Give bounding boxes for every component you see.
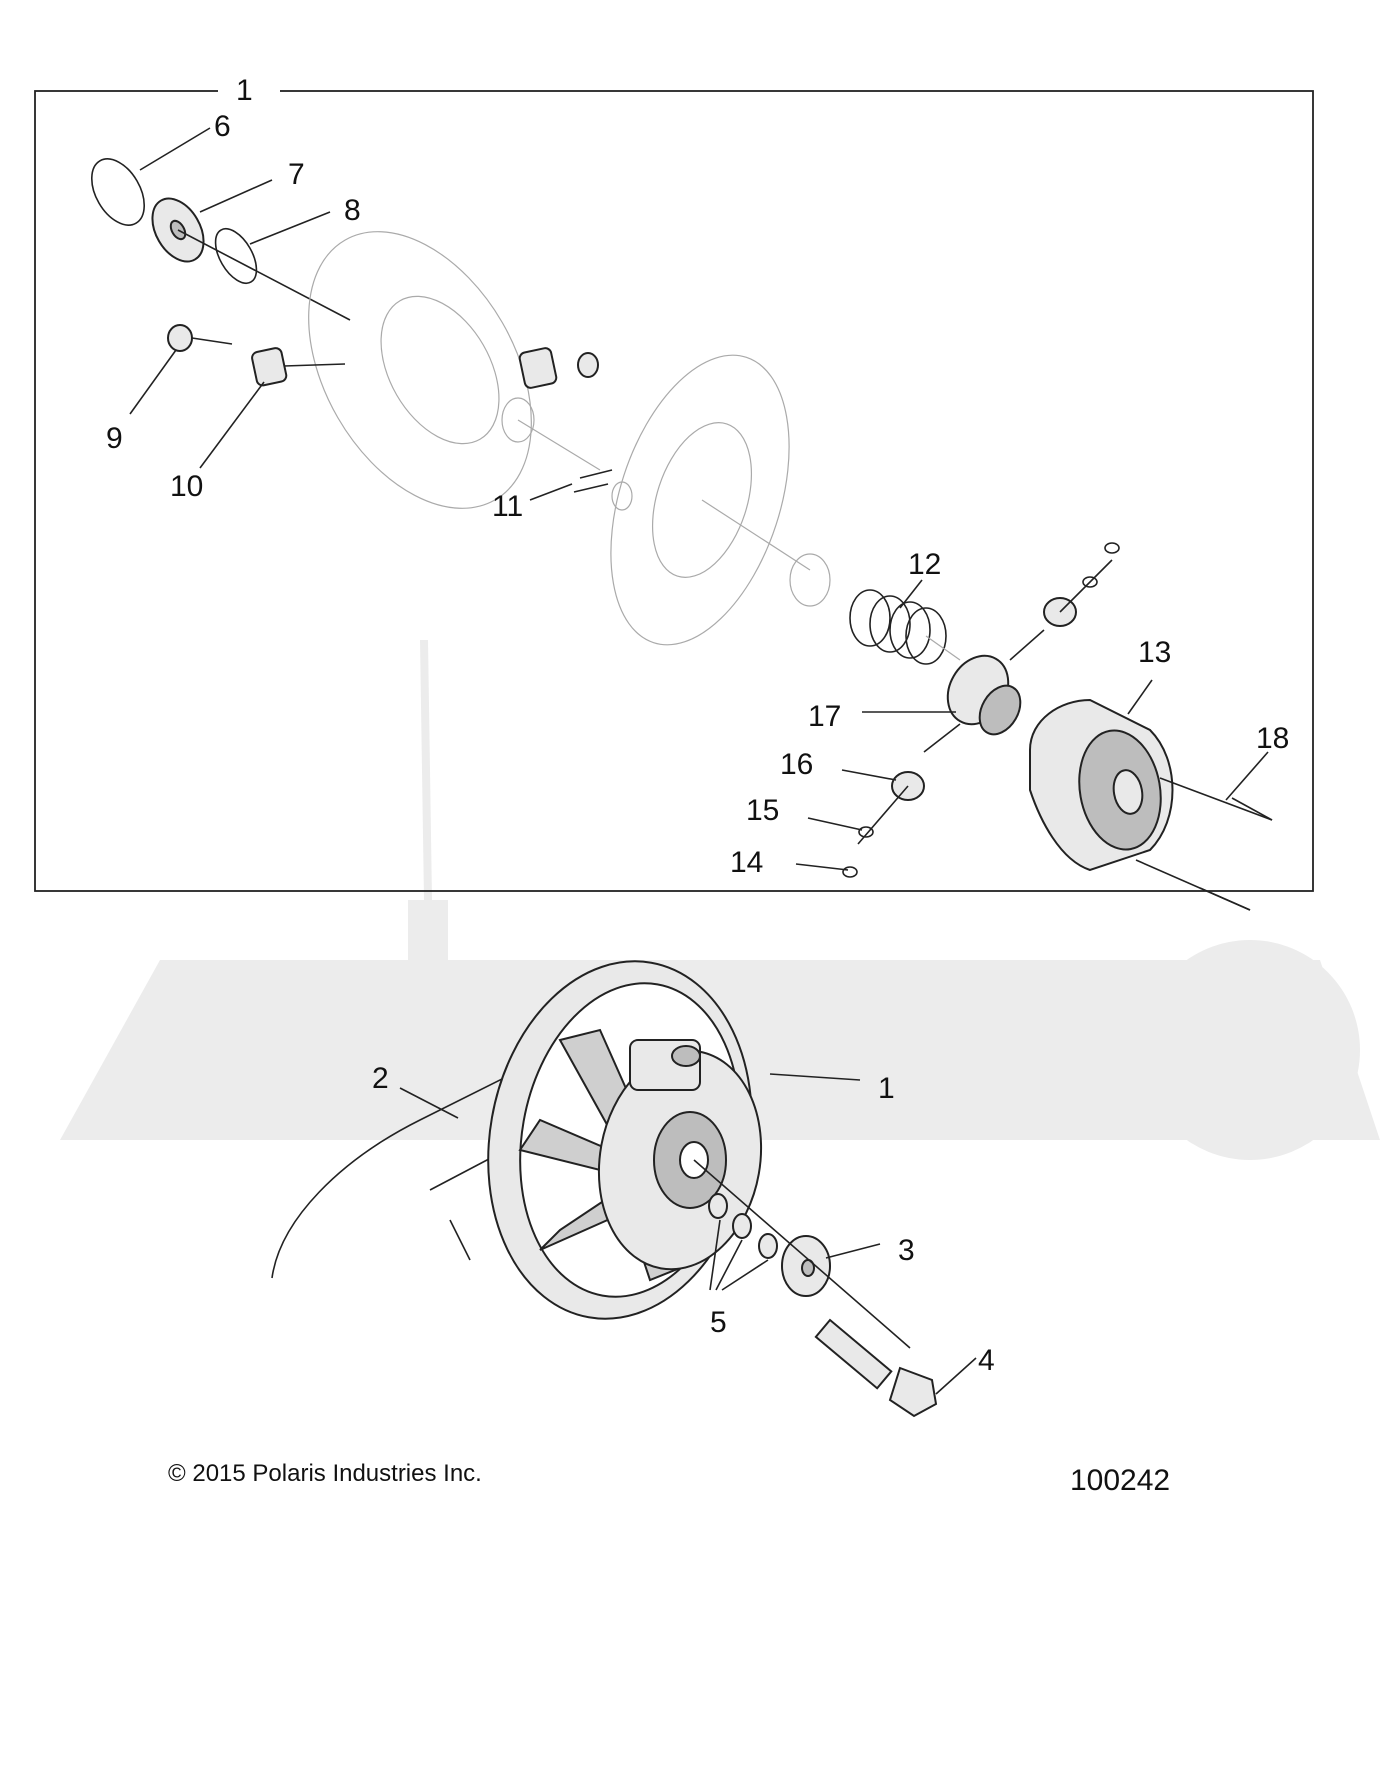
callout-10: 10 bbox=[170, 470, 203, 503]
callout-1-top: 1 bbox=[236, 74, 253, 107]
callout-8: 8 bbox=[344, 194, 361, 227]
callout-labels: 1 6 7 8 9 10 11 12 13 17 18 16 15 14 2 1… bbox=[106, 74, 1289, 1377]
callout-16: 16 bbox=[780, 748, 813, 781]
callout-13: 13 bbox=[1138, 636, 1171, 669]
figure-number: 100242 bbox=[1070, 1464, 1171, 1497]
callout-17: 17 bbox=[808, 700, 841, 733]
callout-12: 12 bbox=[908, 548, 941, 581]
exploded-parts bbox=[90, 158, 1273, 911]
callout-7: 7 bbox=[288, 158, 305, 191]
callout-3: 3 bbox=[898, 1234, 915, 1267]
assembled-clutch bbox=[271, 960, 938, 1418]
callout-15: 15 bbox=[746, 794, 779, 827]
callout-1-bottom: 1 bbox=[878, 1072, 895, 1105]
callout-2: 2 bbox=[372, 1062, 389, 1095]
callout-6: 6 bbox=[214, 110, 231, 143]
assembly-box bbox=[34, 90, 1314, 892]
copyright-notice: © 2015 Polaris Industries Inc. bbox=[168, 1460, 482, 1487]
callout-18: 18 bbox=[1256, 722, 1289, 755]
callout-4: 4 bbox=[978, 1344, 995, 1377]
callout-9: 9 bbox=[106, 422, 123, 455]
callout-11: 11 bbox=[492, 490, 523, 523]
leader-lines bbox=[129, 127, 1269, 1395]
callout-5: 5 bbox=[710, 1306, 727, 1339]
callout-14: 14 bbox=[730, 846, 763, 879]
